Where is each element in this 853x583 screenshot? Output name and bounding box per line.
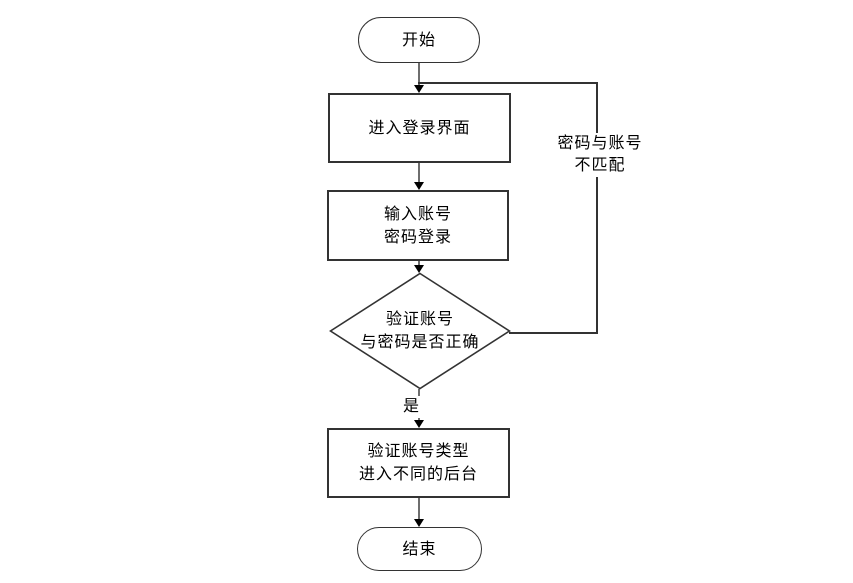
decision-verify-credentials: 验证账号 与密码是否正确 <box>329 272 511 390</box>
verify-credentials-label-line2: 与密码是否正确 <box>360 334 480 351</box>
connector-start-to-login <box>418 63 420 87</box>
arrowhead-into-end <box>414 519 424 527</box>
connector-login-to-input <box>418 163 420 184</box>
process-verify-account-type: 验证账号类型 进入不同的后台 <box>327 428 510 498</box>
edge-label-mismatch: 密码与账号 不匹配 <box>551 133 649 177</box>
end-label: 结束 <box>402 540 437 558</box>
verify-credentials-label-line1: 验证账号 <box>385 311 454 328</box>
process-enter-login: 进入登录界面 <box>328 93 511 163</box>
arrowhead-into-type <box>414 420 424 428</box>
verify-credentials-label: 验证账号 与密码是否正确 <box>360 308 479 354</box>
enter-login-label: 进入登录界面 <box>368 119 471 137</box>
loop-segment-from-decision <box>509 332 598 334</box>
input-credentials-label-line2: 密码登录 <box>383 228 452 246</box>
arrowhead-into-login <box>414 85 424 93</box>
start-label: 开始 <box>401 31 436 49</box>
arrowhead-into-decision <box>414 265 424 273</box>
end-terminator: 结束 <box>357 527 482 571</box>
edge-label-mismatch-line1: 密码与账号 <box>557 135 643 152</box>
process-input-credentials: 输入账号 密码登录 <box>327 190 509 261</box>
start-terminator: 开始 <box>358 17 480 63</box>
verify-account-type-label-line1: 验证账号类型 <box>367 443 470 460</box>
connector-type-to-end <box>418 498 420 521</box>
verify-account-type-label-line2: 进入不同的后台 <box>358 466 478 483</box>
connector-input-to-decision <box>418 261 420 267</box>
edge-label-yes: 是 <box>401 396 423 418</box>
edge-label-mismatch-line2: 不匹配 <box>574 157 626 174</box>
input-credentials-label-line1: 输入账号 <box>383 205 452 223</box>
diamond-shape <box>329 272 511 390</box>
loop-segment-vertical <box>596 82 598 334</box>
loop-segment-top <box>418 82 598 84</box>
arrowhead-into-input <box>414 182 424 190</box>
